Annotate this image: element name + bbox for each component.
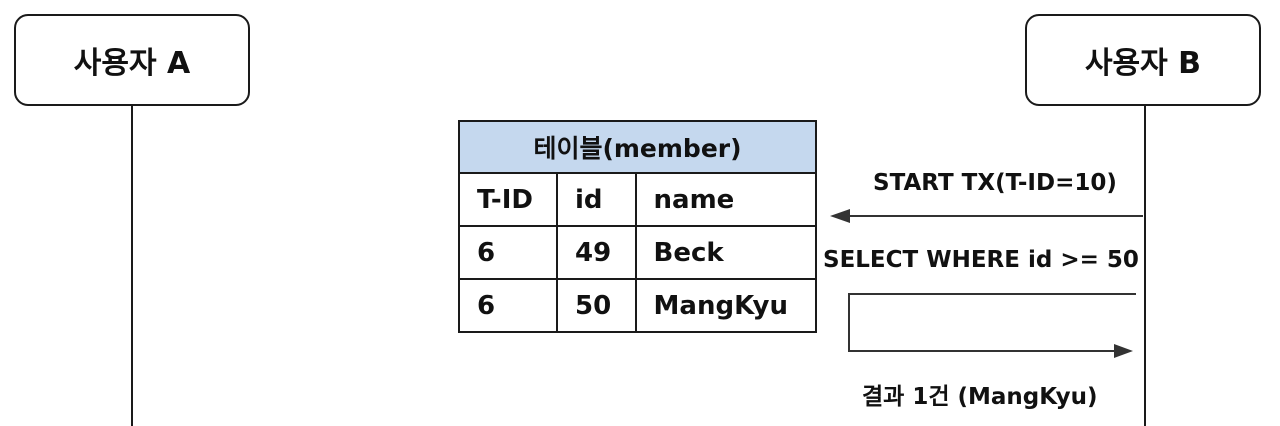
column-header-tid: T-ID xyxy=(457,172,559,227)
table-row: 6 50 MangKyu xyxy=(457,278,818,333)
column-header-id: id xyxy=(556,172,637,227)
cell-id: 50 xyxy=(556,278,637,333)
actor-user-b-label: 사용자 B xyxy=(1084,46,1202,81)
cell-tid: 6 xyxy=(457,278,559,333)
message-result: 결과 1건 (MangKyu) xyxy=(862,384,1098,410)
start-tx-arrow xyxy=(830,209,1143,223)
cell-name: MangKyu xyxy=(634,278,818,333)
member-table: 테이블(member) T-ID id name 6 49 Beck 6 50 … xyxy=(457,120,818,333)
message-select: SELECT WHERE id >= 50 xyxy=(823,247,1139,273)
lifeline-user-b xyxy=(1144,106,1146,426)
cell-name: Beck xyxy=(634,225,818,280)
actor-user-a: 사용자 A xyxy=(14,14,250,106)
message-start-tx: START TX(T-ID=10) xyxy=(873,170,1117,196)
table-title: 테이블(member) xyxy=(458,120,817,174)
table-row: 6 49 Beck xyxy=(457,225,818,280)
cell-tid: 6 xyxy=(457,225,559,280)
cell-id: 49 xyxy=(556,225,637,280)
table-header-row: T-ID id name xyxy=(457,172,818,227)
actor-user-a-label: 사용자 A xyxy=(73,46,191,81)
table-title-row: 테이블(member) xyxy=(458,120,817,174)
column-header-name: name xyxy=(634,172,818,227)
select-arrow xyxy=(848,293,1136,358)
actor-user-b: 사용자 B xyxy=(1025,14,1261,106)
lifeline-user-a xyxy=(131,106,133,426)
